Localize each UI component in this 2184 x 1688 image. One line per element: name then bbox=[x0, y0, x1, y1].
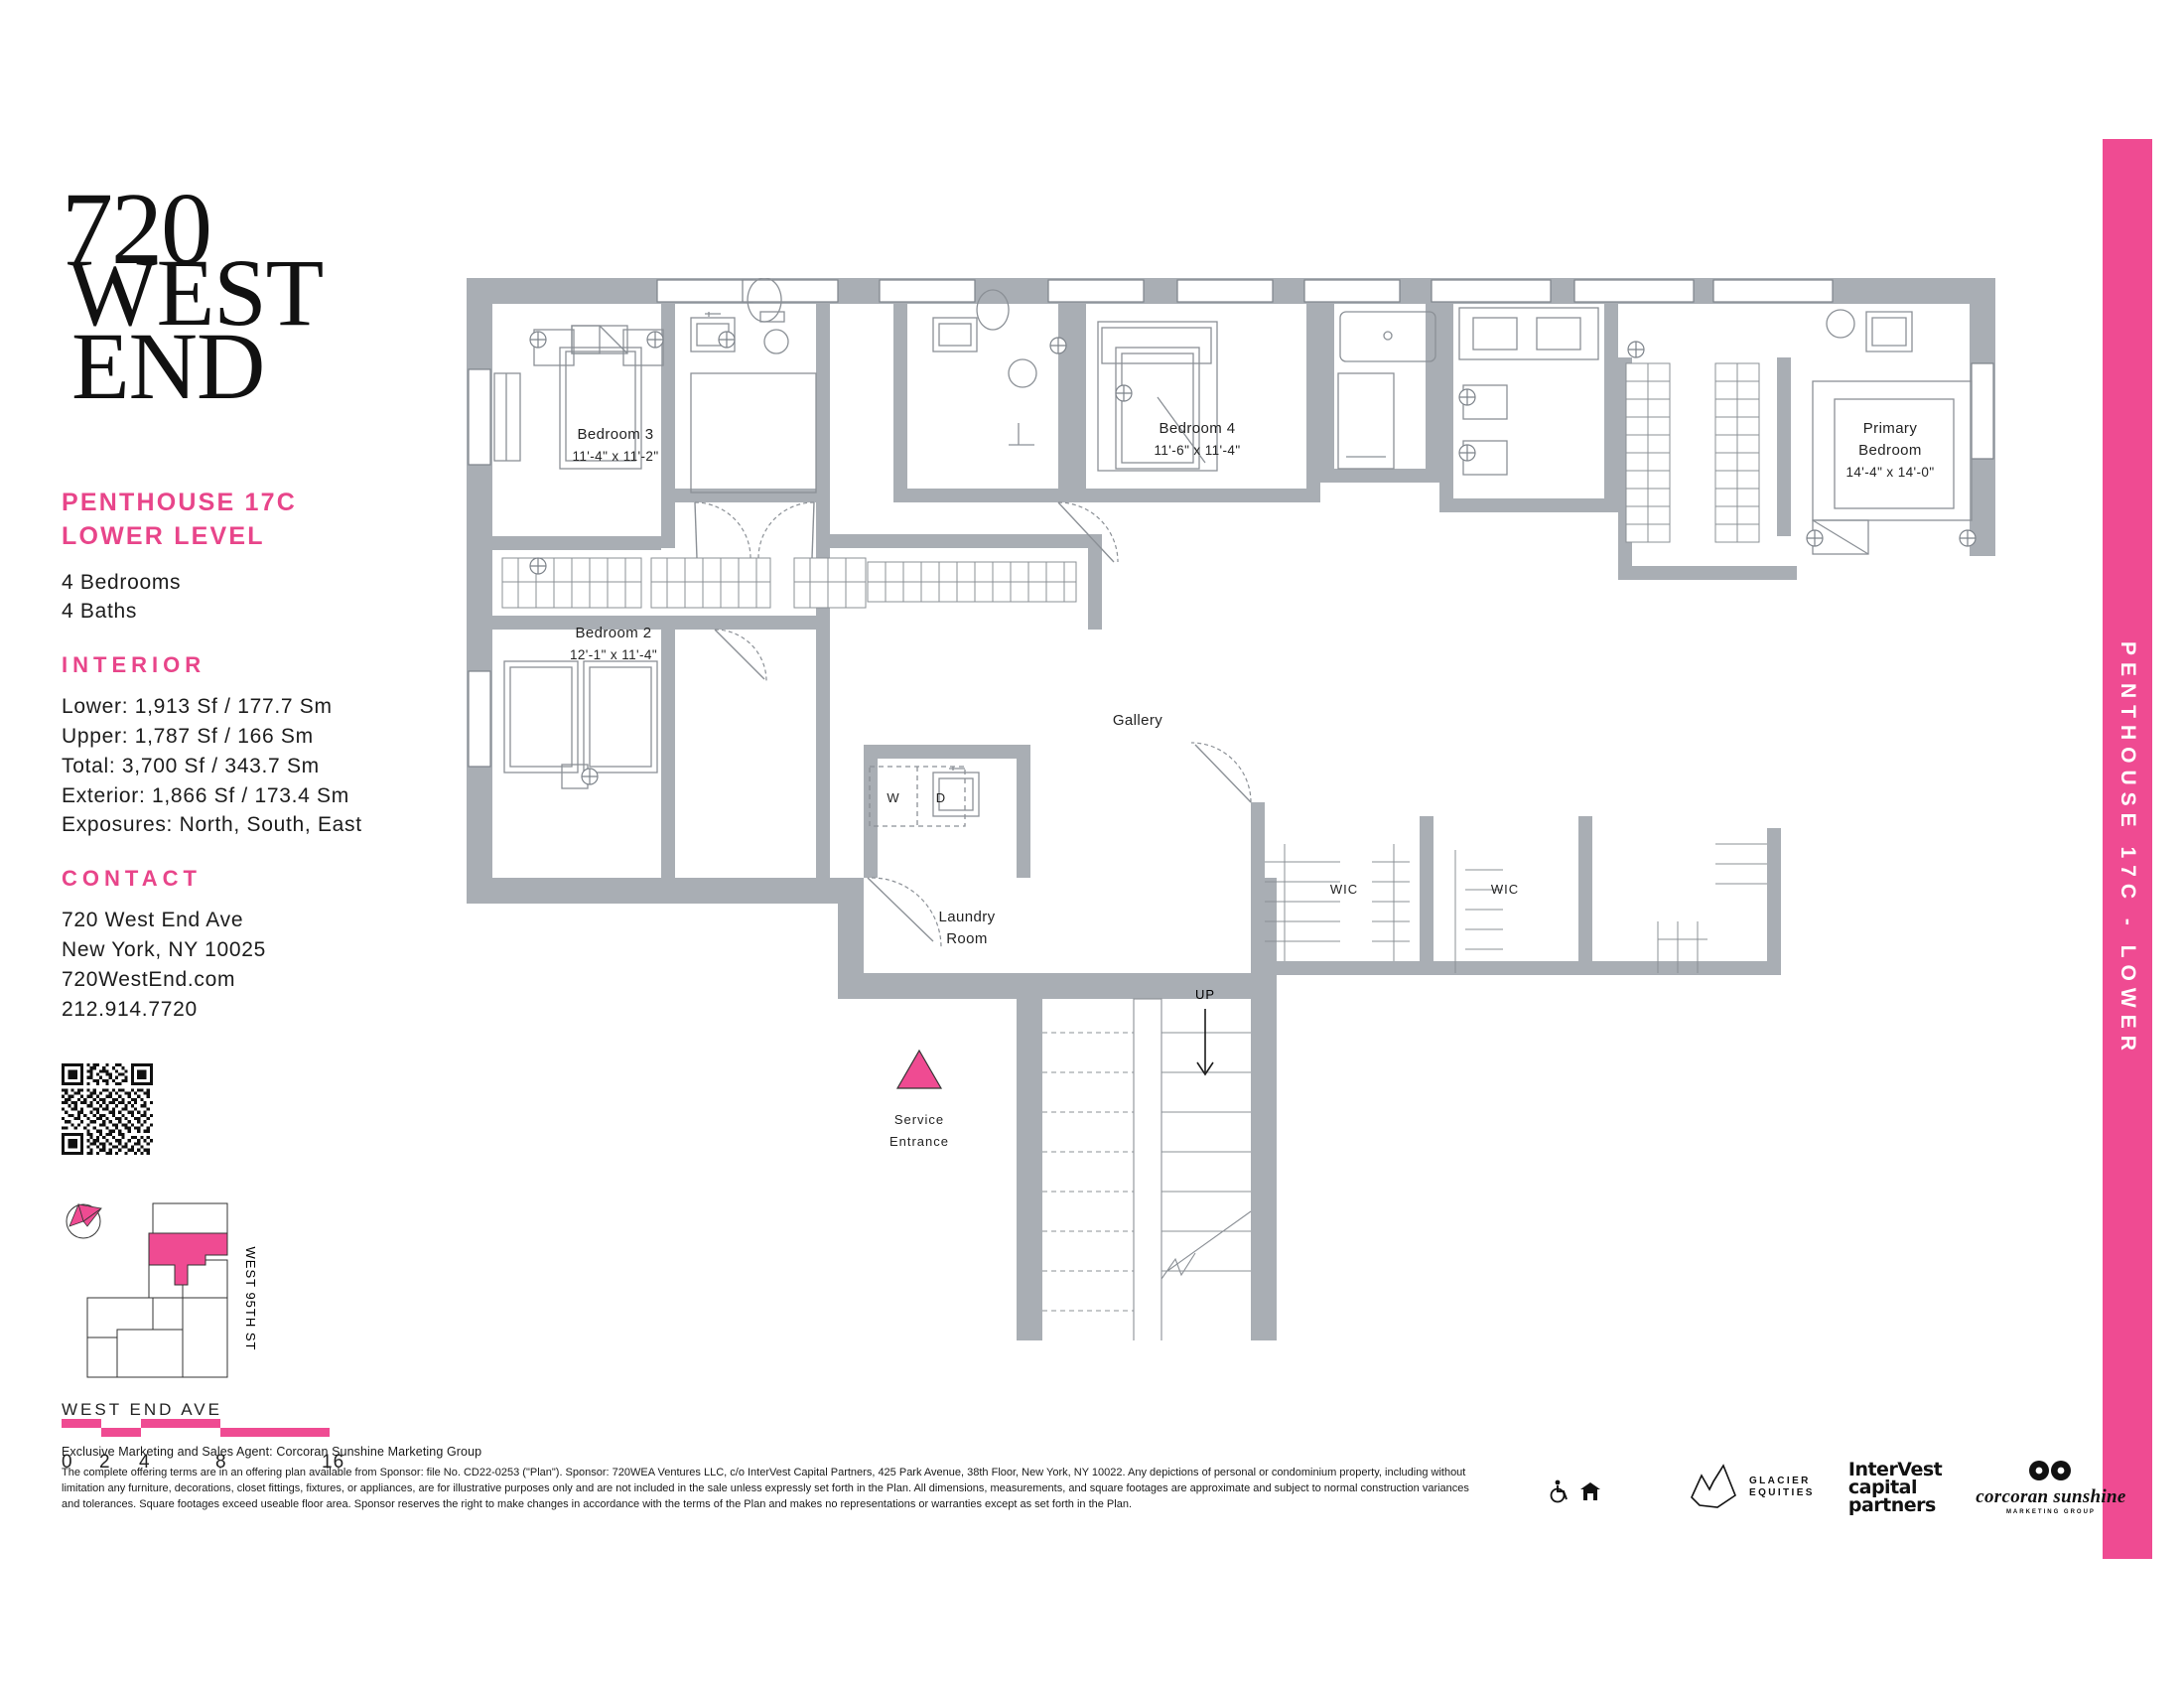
corcoran-mark-icon bbox=[2028, 1461, 2071, 1480]
bed bbox=[1834, 398, 1955, 509]
intervest-logo: InterVest capital partners bbox=[1847, 1458, 1943, 1517]
scale-tick-0: 0 bbox=[62, 1452, 73, 1474]
scale-bar-ticks: 0 2 4 8 16 bbox=[62, 1452, 343, 1476]
bed bbox=[565, 351, 636, 462]
contact-phone[interactable]: 212.914.7720 bbox=[62, 997, 198, 1021]
shower bbox=[690, 372, 817, 493]
interior-upper: Upper: 1,787 Sf / 166 Sm bbox=[62, 724, 314, 748]
interior-heading: INTERIOR bbox=[62, 652, 206, 678]
bed bbox=[1121, 352, 1194, 464]
room-label-bedroom-3: Bedroom 3 bbox=[578, 426, 654, 443]
brand-logo: 720 WEST END bbox=[62, 172, 324, 437]
floor-plan: UP Bedroom 3 11'-4" x 11'-2" Bedroom 2 1… bbox=[467, 278, 2035, 1340]
toilet bbox=[747, 278, 782, 323]
appliance-label-washer: W bbox=[887, 790, 899, 805]
room-label-bedroom-4: Bedroom 4 bbox=[1160, 420, 1236, 437]
room-label-laundry-line1: Laundry bbox=[938, 909, 995, 925]
contact-heading: CONTACT bbox=[62, 866, 202, 892]
info-sidebar: 720 WEST END PENTHOUSE 17C LOWER LEVEL 4… bbox=[62, 172, 459, 1476]
interior-exposures: Exposures: North, South, East bbox=[62, 813, 362, 837]
interior-walls bbox=[492, 304, 1797, 1001]
mountain-icon bbox=[1691, 1464, 1736, 1508]
room-label-laundry-line2: Room bbox=[946, 930, 988, 947]
equal-housing-icon bbox=[1580, 1482, 1600, 1500]
partner-logos: GLACIER EQUITIES InterVest capital partn… bbox=[1688, 1460, 2126, 1515]
glacier-logo-line2: EQUITIES bbox=[1749, 1487, 1815, 1498]
accessibility-icons bbox=[1549, 1479, 1602, 1503]
north-arrow-icon bbox=[66, 1203, 103, 1239]
fixtures bbox=[493, 278, 1973, 827]
scale-tick-8: 8 bbox=[215, 1452, 227, 1474]
footer-legal-text: The complete offering terms are in an of… bbox=[62, 1467, 1469, 1510]
glacier-logo-line1: GLACIER bbox=[1749, 1475, 1811, 1486]
contact-website[interactable]: 720WestEnd.com bbox=[62, 967, 236, 991]
staircase: UP bbox=[1042, 987, 1252, 1340]
interior-lower: Lower: 1,913 Sf / 177.7 Sm bbox=[62, 695, 333, 719]
sink bbox=[932, 317, 978, 352]
room-dim-bedroom-2: 12'-1" x 11'-4" bbox=[570, 647, 657, 662]
scale-bar: 0 2 4 8 16 bbox=[62, 1419, 343, 1476]
room-label-gallery: Gallery bbox=[1113, 712, 1162, 729]
utility-sink bbox=[932, 772, 980, 817]
unit-bedrooms: 4 Bedrooms bbox=[62, 570, 182, 594]
sink bbox=[690, 317, 736, 352]
bed bbox=[589, 666, 652, 768]
scale-tick-2: 2 bbox=[99, 1452, 111, 1474]
key-plan-street-bottom: WEST END AVE bbox=[62, 1400, 222, 1420]
key-plan-unit-highlight bbox=[148, 1232, 228, 1286]
key-plan-street-right: WEST 95TH ST bbox=[243, 1247, 258, 1351]
toilet bbox=[976, 289, 1010, 331]
interior-total: Total: 3,700 Sf / 343.7 Sm bbox=[62, 754, 320, 777]
contact-address-line1: 720 West End Ave bbox=[62, 909, 244, 932]
interior-exterior: Exterior: 1,866 Sf / 173.4 Sm bbox=[62, 783, 349, 807]
intervest-logo-line3: partners bbox=[1847, 1494, 1936, 1517]
scale-tick-4: 4 bbox=[139, 1452, 151, 1474]
logo-line-end: END bbox=[71, 313, 265, 419]
intervest-logo-line2: capital bbox=[1847, 1476, 1918, 1498]
unit-title-line1: PENTHOUSE 17C bbox=[62, 489, 297, 516]
wheelchair-icon bbox=[1550, 1479, 1568, 1503]
lamp bbox=[1826, 309, 1855, 339]
unit-title-line2: LOWER LEVEL bbox=[62, 521, 265, 550]
unit-side-tab: PENTHOUSE 17C - LOWER bbox=[2103, 139, 2152, 1559]
contact-address-line2: New York, NY 10025 bbox=[62, 938, 267, 961]
stair-up-label: UP bbox=[1195, 987, 1215, 1002]
service-entrance-marker bbox=[895, 1049, 943, 1089]
logo-line-720: 720 bbox=[62, 172, 212, 286]
bed bbox=[509, 666, 573, 768]
shower bbox=[1337, 372, 1395, 470]
key-plan: WEST 95TH ST WEST END AVE bbox=[62, 1199, 359, 1419]
room-label-primary-line2: Bedroom bbox=[1858, 442, 1922, 459]
scale-tick-16: 16 bbox=[322, 1452, 345, 1474]
room-dim-bedroom-3: 11'-4" x 11'-2" bbox=[572, 449, 658, 464]
unit-baths: 4 Baths bbox=[62, 600, 138, 624]
service-entrance-line2: Entrance bbox=[889, 1134, 949, 1149]
corcoran-logo-text: corcoran sunshine bbox=[1976, 1486, 2126, 1507]
room-dim-primary: 14'-4" x 14'-0" bbox=[1845, 465, 1934, 480]
room-label-bedroom-2: Bedroom 2 bbox=[576, 625, 652, 641]
service-entrance-line1: Service bbox=[894, 1112, 944, 1127]
corcoran-sunshine-logo: corcoran sunshine MARKETING GROUP bbox=[1976, 1460, 2125, 1515]
room-label-wic-left: WIC bbox=[1330, 882, 1358, 897]
qr-code-icon bbox=[62, 1063, 153, 1156]
shower-head bbox=[1009, 423, 1034, 446]
room-dim-bedroom-4: 11'-6" x 11'-4" bbox=[1154, 443, 1240, 458]
qr-code[interactable] bbox=[62, 1063, 153, 1156]
closet-shelving bbox=[501, 362, 1767, 973]
windows bbox=[468, 279, 1994, 768]
bathtub bbox=[1339, 311, 1436, 362]
door-swings bbox=[694, 501, 1252, 948]
stair-up-arrow bbox=[1196, 1009, 1214, 1076]
footer: Exclusive Marketing and Sales Agent: Cor… bbox=[62, 1445, 2047, 1513]
glacier-equities-logo: GLACIER EQUITIES bbox=[1688, 1464, 1815, 1511]
double-vanity bbox=[1458, 307, 1599, 360]
room-label-wic-right: WIC bbox=[1491, 882, 1519, 897]
room-label-primary-line1: Primary bbox=[1863, 420, 1918, 437]
footer-agent: Exclusive Marketing and Sales Agent: Cor… bbox=[62, 1445, 482, 1459]
appliance-label-dryer: D bbox=[936, 790, 946, 805]
side-tab-label: PENTHOUSE 17C - LOWER bbox=[2116, 640, 2139, 1057]
logo-line-west: WEST bbox=[68, 239, 324, 346]
intervest-logo-line1: InterVest bbox=[1847, 1458, 1943, 1480]
corcoran-logo-sub: MARKETING GROUP bbox=[2005, 1509, 2096, 1515]
